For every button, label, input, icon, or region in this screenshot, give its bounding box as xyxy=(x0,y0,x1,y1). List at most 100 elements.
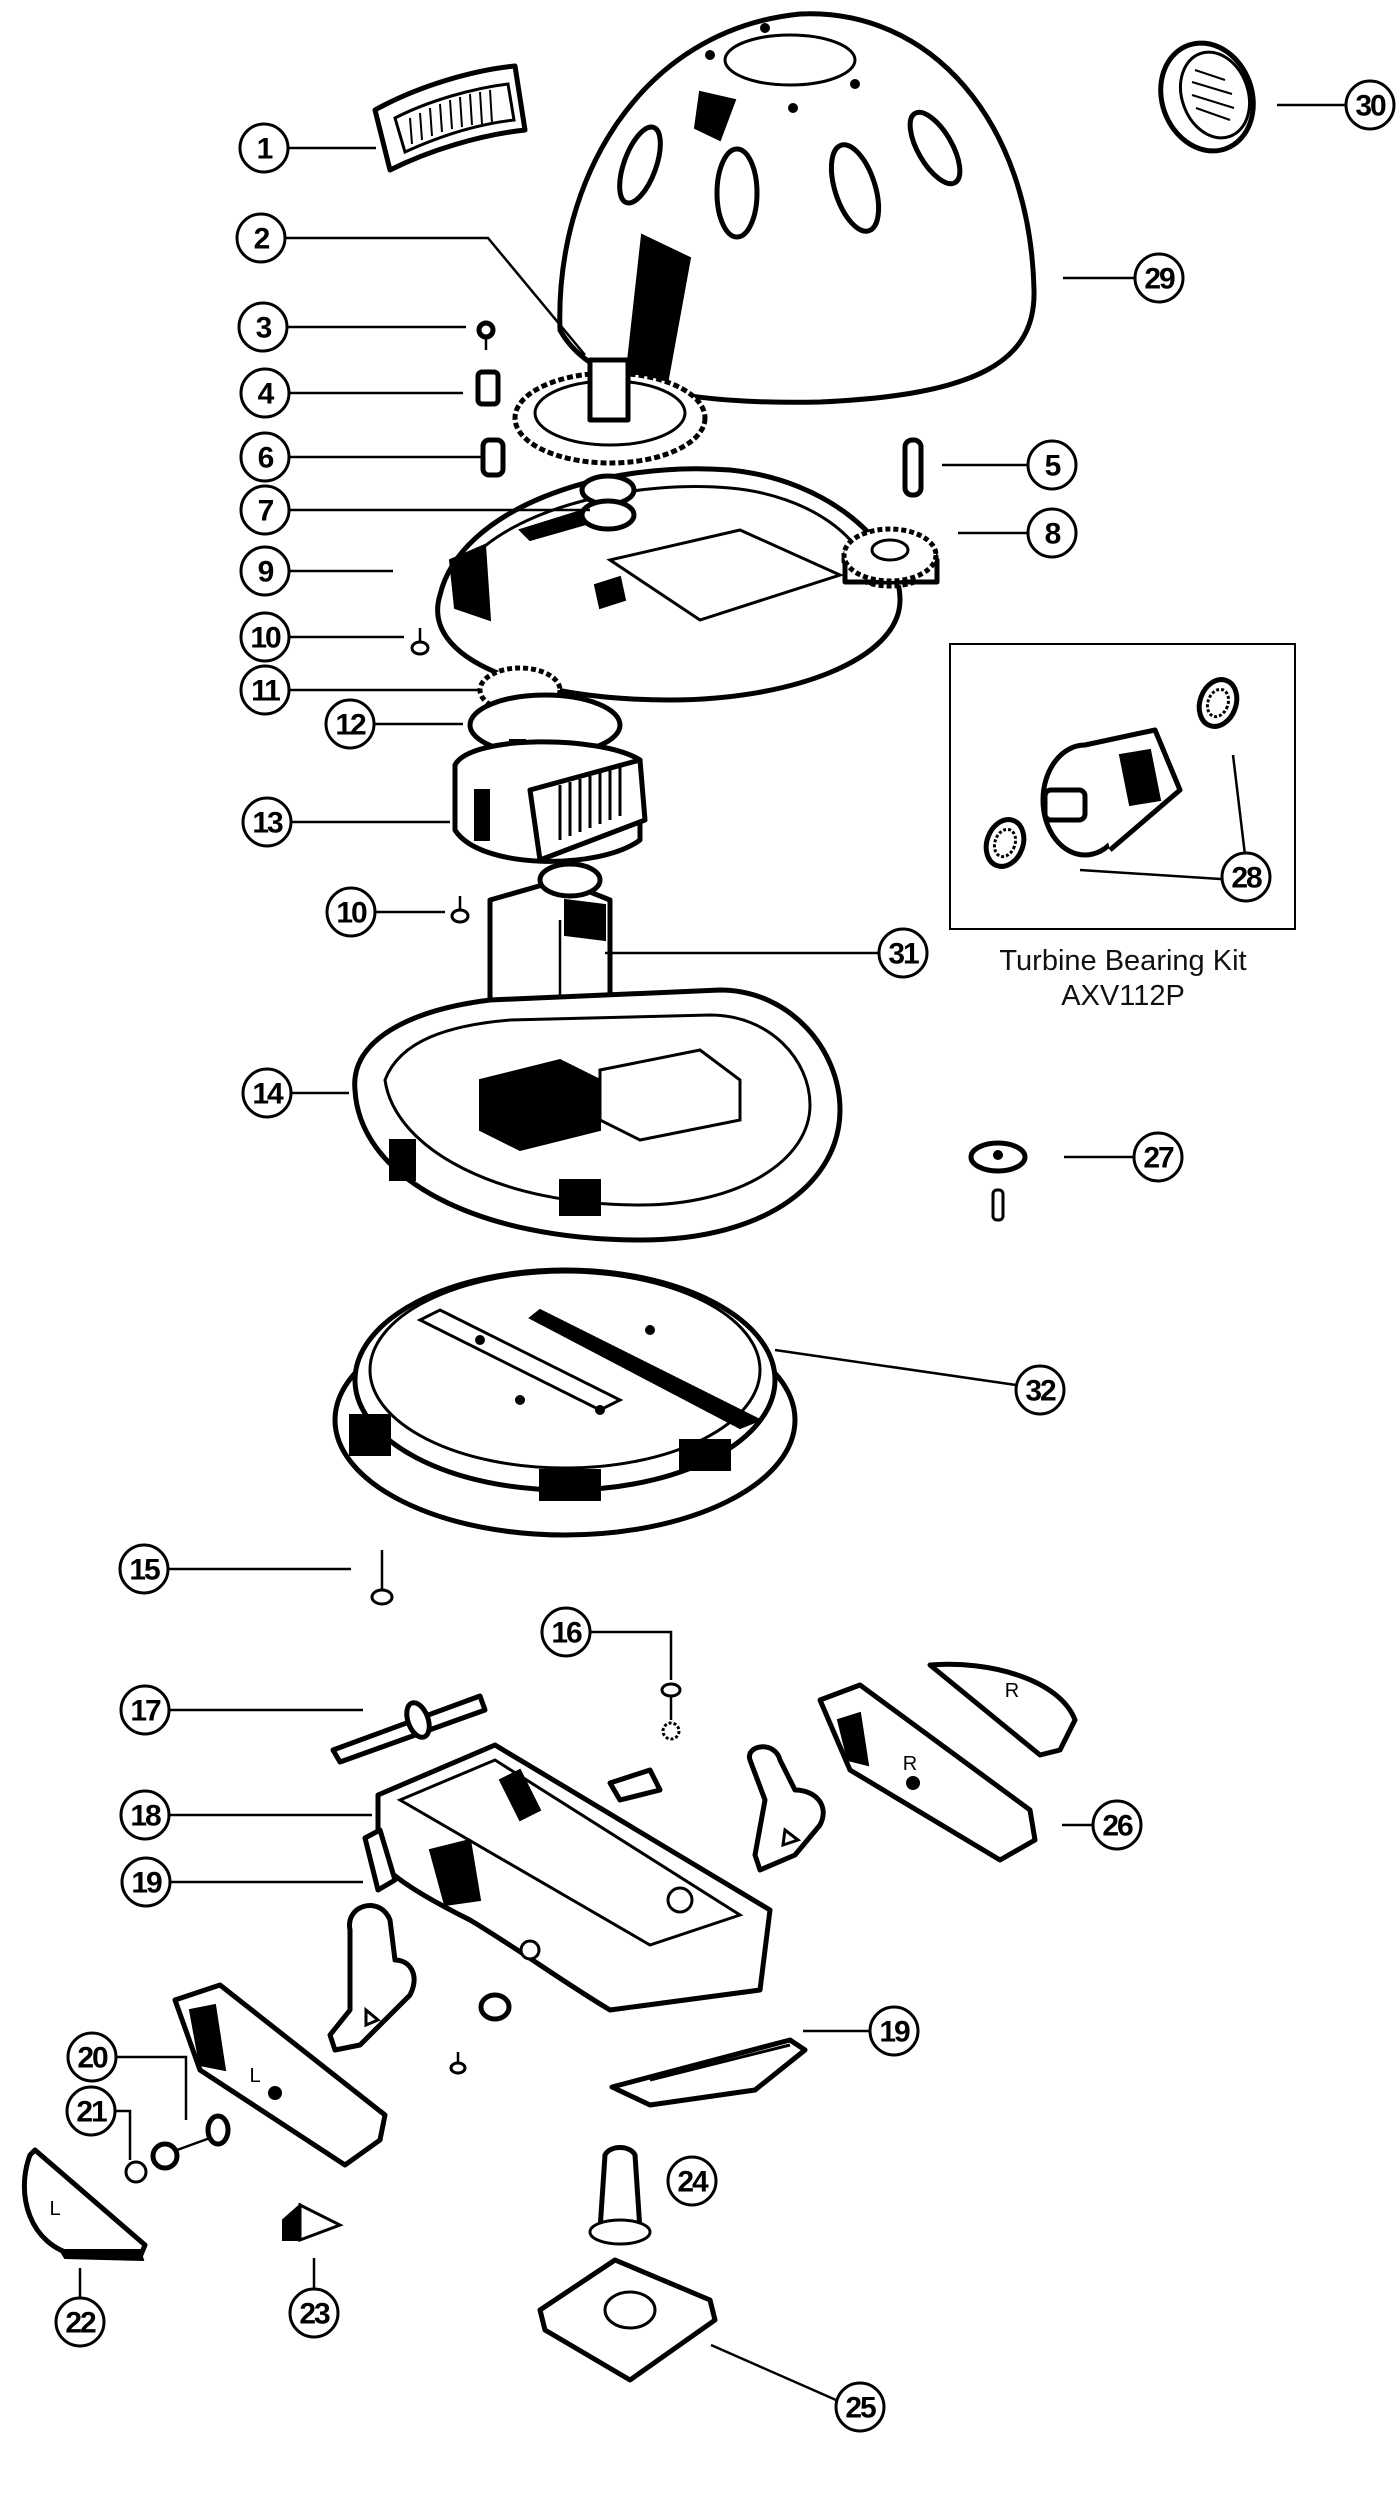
part-bushing-small xyxy=(478,1992,512,2022)
svg-text:1: 1 xyxy=(257,133,273,166)
part-left-cover: L xyxy=(21,2147,148,2262)
callout-24[interactable]: 24 xyxy=(666,2155,718,2207)
callout-3[interactable]: 3 xyxy=(237,301,289,353)
callouts: 1 2 3 4 5 6 7 8 9 10 11 12 13 10 14 15 1… xyxy=(54,79,1396,2433)
left-cover-mark: L xyxy=(49,2198,60,2220)
callout-1[interactable]: 1 xyxy=(238,122,290,174)
svg-text:24: 24 xyxy=(677,2166,709,2199)
callout-7[interactable]: 7 xyxy=(239,484,291,536)
part-screw-10b xyxy=(450,896,470,924)
part-turbine-housing xyxy=(452,739,648,864)
svg-text:4: 4 xyxy=(258,378,275,411)
part-bearing-right xyxy=(1196,677,1240,729)
part-gear-box-cover xyxy=(435,466,903,703)
callout-30[interactable]: 30 xyxy=(1344,79,1396,131)
callout-9[interactable]: 9 xyxy=(239,545,291,597)
part-throat-plate xyxy=(537,2257,718,2383)
callout-6[interactable]: 6 xyxy=(239,431,291,483)
svg-text:2: 2 xyxy=(254,223,270,256)
part-screw-3 xyxy=(476,320,496,350)
svg-text:29: 29 xyxy=(1144,263,1175,296)
svg-text:6: 6 xyxy=(258,442,274,475)
svg-text:21: 21 xyxy=(76,2096,107,2129)
callout-29[interactable]: 29 xyxy=(1133,252,1185,304)
kit-part-number: AXV112P xyxy=(1061,980,1185,1012)
callout-32[interactable]: 32 xyxy=(1014,1364,1066,1416)
callout-16[interactable]: 16 xyxy=(540,1606,592,1658)
part-dome xyxy=(557,11,1037,405)
callout-8[interactable]: 8 xyxy=(1026,507,1078,559)
svg-text:32: 32 xyxy=(1025,1375,1056,1408)
callout-22[interactable]: 22 xyxy=(54,2296,106,2348)
svg-text:11: 11 xyxy=(251,675,280,708)
svg-text:27: 27 xyxy=(1143,1142,1174,1175)
svg-text:31: 31 xyxy=(888,938,919,971)
svg-text:16: 16 xyxy=(551,1617,582,1650)
part-idler-post xyxy=(480,437,506,478)
callout-12[interactable]: 12 xyxy=(324,698,376,750)
callout-21[interactable]: 21 xyxy=(65,2085,117,2137)
part-shoe-front xyxy=(609,2037,808,2108)
svg-text:12: 12 xyxy=(335,709,366,742)
svg-text:23: 23 xyxy=(299,2298,330,2331)
part-left-track: L xyxy=(172,1982,388,2168)
svg-text:13: 13 xyxy=(252,807,283,840)
leader-lines xyxy=(78,103,1346,2402)
part-pivot-arm-left xyxy=(327,1903,417,2053)
callout-28[interactable]: 28 xyxy=(1220,851,1272,903)
callout-25[interactable]: 25 xyxy=(834,2381,886,2433)
turbine-bearing-kit: Turbine Bearing Kit AXV112P xyxy=(949,643,1296,1012)
callout-31[interactable]: 31 xyxy=(877,927,929,979)
callout-27[interactable]: 27 xyxy=(1132,1131,1184,1183)
part-grille-insert xyxy=(372,63,528,173)
svg-text:20: 20 xyxy=(77,2042,108,2075)
callout-23[interactable]: 23 xyxy=(288,2287,340,2339)
callout-18[interactable]: 18 xyxy=(119,1789,171,1841)
svg-text:3: 3 xyxy=(256,312,272,345)
callout-10a[interactable]: 10 xyxy=(239,611,291,663)
svg-text:22: 22 xyxy=(65,2307,96,2340)
callout-2[interactable]: 2 xyxy=(235,212,287,264)
svg-text:17: 17 xyxy=(130,1695,161,1728)
svg-text:9: 9 xyxy=(258,556,274,589)
part-screw-15 xyxy=(370,1550,394,1606)
svg-text:19: 19 xyxy=(879,2016,910,2049)
callout-19a[interactable]: 19 xyxy=(120,1856,172,1908)
callout-5[interactable]: 5 xyxy=(1026,439,1078,491)
svg-text:10: 10 xyxy=(336,897,367,930)
callout-15[interactable]: 15 xyxy=(118,1543,170,1595)
svg-text:18: 18 xyxy=(130,1800,161,1833)
svg-text:19: 19 xyxy=(131,1867,162,1900)
part-screw-16 xyxy=(660,1682,682,1741)
part-right-track: R xyxy=(817,1682,1038,1863)
part-compound-gear xyxy=(841,526,940,589)
svg-text:26: 26 xyxy=(1102,1810,1133,1843)
part-pivot-arm-right xyxy=(747,1744,826,1873)
callout-10b[interactable]: 10 xyxy=(325,886,377,938)
svg-text:15: 15 xyxy=(129,1554,160,1587)
svg-text:7: 7 xyxy=(258,495,274,528)
callout-13[interactable]: 13 xyxy=(241,796,293,848)
part-clip xyxy=(607,1767,663,1803)
callout-20[interactable]: 20 xyxy=(66,2031,118,2083)
part-weight-clip xyxy=(282,2202,344,2243)
callout-14[interactable]: 14 xyxy=(241,1067,293,1119)
svg-text:28: 28 xyxy=(1231,862,1262,895)
callout-26[interactable]: 26 xyxy=(1091,1799,1143,1851)
part-intake-nozzle xyxy=(588,2145,652,2246)
part-pin xyxy=(902,437,924,498)
part-base xyxy=(332,1267,798,1538)
part-exhaust-grille xyxy=(1158,40,1256,154)
part-chassis xyxy=(375,1742,773,2013)
svg-text:30: 30 xyxy=(1355,90,1386,123)
callout-19b[interactable]: 19 xyxy=(868,2005,920,2057)
part-small-screw xyxy=(449,2052,467,2075)
callout-11[interactable]: 11 xyxy=(239,664,291,716)
part-cap-plug xyxy=(124,2160,148,2184)
callout-17[interactable]: 17 xyxy=(119,1684,171,1736)
callout-4[interactable]: 4 xyxy=(239,367,291,419)
part-bearing-left xyxy=(983,817,1027,869)
svg-text:14: 14 xyxy=(252,1078,284,1111)
kit-box xyxy=(949,643,1296,930)
